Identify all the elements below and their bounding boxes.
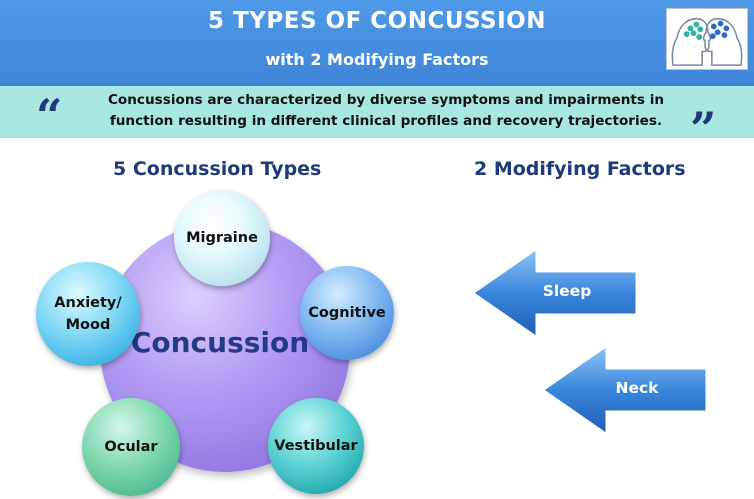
page-title: 5 TYPES OF CONCUSSION — [208, 8, 546, 34]
type-bubble-cognitive: Cognitive — [300, 266, 394, 360]
type-label: Migraine — [186, 230, 258, 246]
types-heading: 5 Concussion Types — [113, 158, 322, 180]
open-quote-icon: “ — [36, 89, 63, 143]
type-bubble-ocular: Ocular — [82, 398, 180, 496]
left-arrow-icon — [543, 346, 707, 434]
page-subtitle: with 2 Modifying Factors — [265, 50, 489, 69]
concussion-label: Concussion — [130, 326, 310, 359]
factors-heading: 2 Modifying Factors — [474, 158, 686, 180]
intro-quote: Concussions are characterized by diverse… — [80, 90, 692, 132]
type-label-line: Mood — [65, 317, 111, 333]
factor-label-sleep: Sleep — [542, 282, 592, 300]
type-bubble-migraine: Migraine — [174, 190, 270, 286]
quote-line: function resulting in different clinical… — [109, 113, 663, 129]
type-bubble-anxiety-mood: Anxiety/ Mood — [36, 262, 140, 366]
brain-heads-logo-icon — [666, 8, 748, 70]
quote-band — [0, 86, 754, 138]
left-arrow-icon — [473, 249, 637, 337]
type-label: Ocular — [104, 439, 158, 455]
logo-graphic — [671, 17, 743, 66]
factor-label-neck: Neck — [615, 379, 659, 397]
type-label: Cognitive — [308, 305, 386, 321]
type-label: Vestibular — [274, 438, 358, 454]
close-quote-icon: ” — [690, 102, 717, 156]
type-bubble-vestibular: Vestibular — [268, 398, 364, 494]
header-banner — [0, 0, 754, 86]
type-label: Anxiety/ Mood — [54, 292, 121, 336]
type-label-line: Anxiety/ — [54, 295, 122, 311]
quote-line: Concussions are characterized by diverse… — [107, 92, 665, 108]
